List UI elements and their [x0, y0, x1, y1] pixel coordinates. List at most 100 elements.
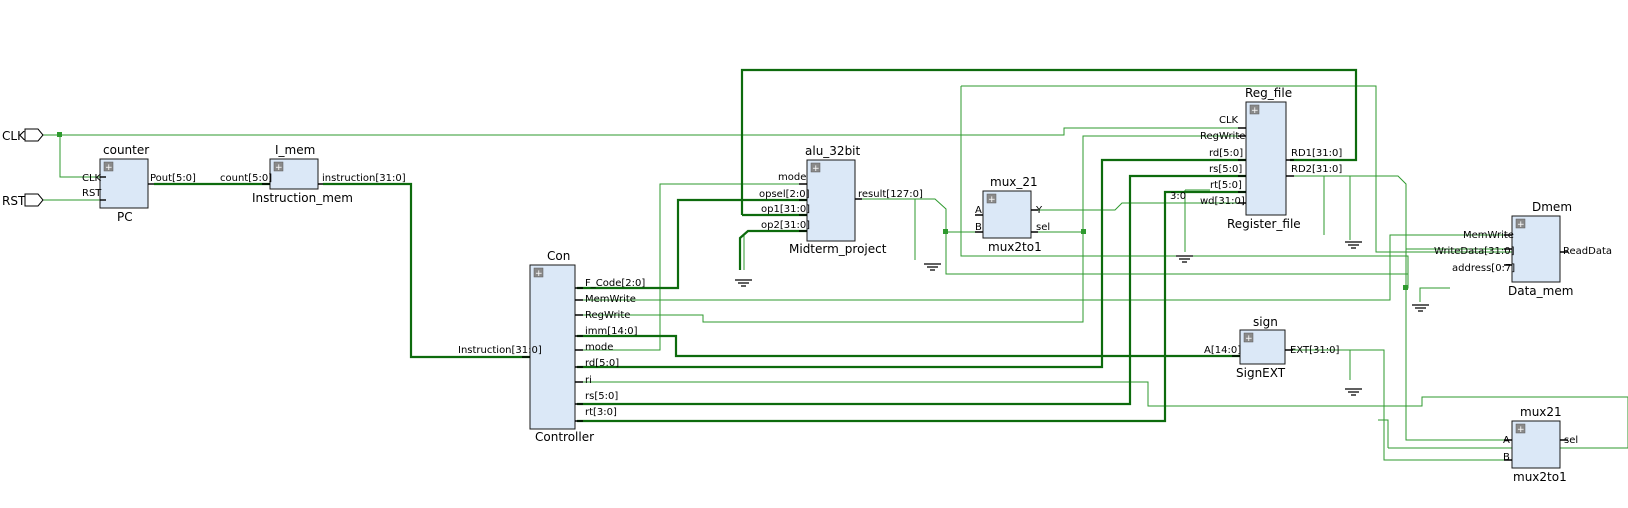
net-memwrite[interactable]	[577, 234, 1512, 301]
counter-instance-name: counter	[103, 143, 149, 157]
regfile-pin-rd: rd[5:0]	[1209, 148, 1243, 159]
con-pin-instruction: Instruction[31:0]	[458, 345, 542, 356]
regfile-pin-rd1: RD1[31:0]	[1291, 148, 1342, 159]
block-mux-b[interactable]: mux21 + A B sel mux2to1	[1503, 405, 1578, 484]
con-cell-name: Controller	[535, 430, 594, 444]
imem-box[interactable]	[269, 158, 319, 190]
junction	[1081, 229, 1086, 234]
con-pin-rd: rd[5:0]	[585, 358, 619, 369]
imem-pin-out: instruction[31:0]	[322, 173, 406, 184]
con-instance-name: Con	[547, 249, 570, 263]
sign-box[interactable]	[1239, 329, 1286, 365]
mux-a-pin-sel: sel	[1036, 222, 1050, 233]
regfile-box[interactable]	[1245, 101, 1287, 216]
block-controller[interactable]: Con + Instruction[31:0] F_Code[2:0] MemW…	[458, 249, 645, 444]
con-pin-regwrite: RegWrite	[585, 310, 630, 321]
regfile-instance-name: Reg_file	[1245, 86, 1292, 100]
block-dmem[interactable]: Dmem + MemWrite WriteData[31:0] address[…	[1434, 200, 1612, 298]
expand-icon[interactable]	[810, 162, 821, 173]
expand-icon[interactable]	[1515, 423, 1526, 434]
net-ri[interactable]	[577, 381, 1628, 449]
net-ext[interactable]	[1290, 349, 1512, 461]
net-rd2[interactable]	[1290, 175, 1512, 441]
bus-op2[interactable]	[738, 229, 807, 270]
counter-cell-name: PC	[117, 210, 133, 224]
junctions	[57, 132, 1408, 290]
alu-instance-name: alu_32bit	[805, 144, 861, 158]
net-gnd-stubs[interactable]	[743, 176, 1450, 302]
svg-text:+: +	[105, 163, 113, 173]
mux-a-pin-b: B	[975, 222, 982, 233]
counter-pin-rst: RST	[82, 188, 102, 199]
expand-icon[interactable]	[273, 161, 284, 172]
pin-stubs	[262, 127, 1568, 461]
dmem-pin-readdata: ReadData	[1563, 246, 1612, 257]
expand-icon[interactable]	[103, 161, 114, 172]
svg-text:+: +	[988, 195, 996, 205]
junction	[943, 229, 948, 234]
alu-pin-opsel: opsel[2:0]	[759, 189, 810, 200]
bus-imm[interactable]	[577, 334, 1240, 358]
sign-instance-name: sign	[1253, 315, 1278, 329]
imem-cell-name: Instruction_mem	[252, 191, 353, 205]
alu-pin-mode: mode	[778, 172, 806, 183]
svg-text:+: +	[1517, 220, 1525, 230]
imem-instance-name: I_mem	[275, 143, 315, 157]
ground-symbol	[1345, 241, 1362, 249]
block-regfile[interactable]: Reg_file + CLK RegWrite rd[5:0] rs[5:0] …	[1170, 86, 1342, 231]
expand-icon[interactable]	[1515, 218, 1526, 229]
con-pin-rs: rs[5:0]	[585, 391, 618, 402]
net-regwrite[interactable]	[577, 135, 1246, 323]
bus-instruction[interactable]	[323, 182, 530, 359]
regfile-pin-rd2: RD2[31:0]	[1291, 164, 1342, 175]
sign-pin-out: EXT[31:0]	[1290, 345, 1339, 356]
dmem-pin-writedata: WriteData[31:0]	[1434, 246, 1515, 257]
sign-pin-in: A[14:0]	[1204, 345, 1241, 356]
block-alu[interactable]: alu_32bit + mode opsel[2:0] op1[31:0] op…	[759, 144, 923, 256]
mux-b-pin-sel: sel	[1564, 435, 1578, 446]
bus-op1[interactable]	[740, 68, 1358, 217]
regfile-pin-rs: rs[5:0]	[1209, 164, 1242, 175]
bus-rs[interactable]	[577, 174, 1246, 406]
dmem-cell-name: Data_mem	[1508, 284, 1573, 298]
counter-pin-out: Pout[5:0]	[150, 173, 196, 184]
block-mux-a[interactable]: mux_21 + A B Y sel mux2to1	[975, 175, 1050, 254]
expand-icon[interactable]	[1249, 104, 1260, 115]
con-box[interactable]	[529, 264, 576, 430]
alu-pin-out: result[127:0]	[858, 189, 923, 200]
dmem-instance-name: Dmem	[1532, 200, 1572, 214]
port-clk[interactable]: CLK	[2, 128, 44, 143]
mux-a-cell-name: mux2to1	[988, 240, 1042, 254]
alu-box[interactable]	[806, 159, 856, 242]
net-mux21-b[interactable]	[1378, 419, 1512, 449]
ground-symbol	[1412, 304, 1429, 312]
svg-text:+: +	[535, 269, 543, 279]
net-alu-result[interactable]	[856, 198, 1408, 275]
regfile-pin-regwrite: RegWrite	[1200, 131, 1245, 142]
con-pin-memwrite: MemWrite	[585, 294, 636, 305]
con-pin-mode: mode	[585, 342, 613, 353]
port-rst[interactable]: RST	[2, 193, 44, 208]
bus-rt[interactable]	[577, 190, 1246, 423]
sign-cell-name: SignEXT	[1236, 366, 1286, 380]
con-pin-imm: imm[14:0]	[585, 326, 638, 337]
block-imem[interactable]: I_mem + count[5:0] instruction[31:0] Ins…	[220, 143, 406, 205]
bus-rd[interactable]	[577, 158, 1246, 369]
expand-icon[interactable]	[986, 193, 997, 204]
regfile-pin-wd: wd[31:0]	[1200, 196, 1245, 207]
mux-b-cell-name: mux2to1	[1513, 470, 1567, 484]
regfile-slice-label: 3:0	[1170, 191, 1186, 202]
block-counter[interactable]: counter + CLK RST Pout[5:0] PC	[82, 143, 196, 224]
expand-icon[interactable]	[1243, 332, 1254, 343]
regfile-pin-rt: rt[5:0]	[1210, 180, 1242, 191]
con-pin-ri: ri	[585, 375, 592, 386]
regfile-cell-name: Register_file	[1227, 217, 1301, 231]
net-clk[interactable]	[43, 127, 1246, 178]
ground-symbol	[1176, 255, 1193, 263]
block-sign[interactable]: sign + A[14:0] EXT[31:0] SignEXT	[1204, 315, 1339, 380]
net-mux-y[interactable]	[1035, 202, 1246, 211]
ground-symbol	[735, 279, 752, 287]
expand-icon[interactable]	[533, 267, 544, 278]
mux-b-instance-name: mux21	[1520, 405, 1562, 419]
